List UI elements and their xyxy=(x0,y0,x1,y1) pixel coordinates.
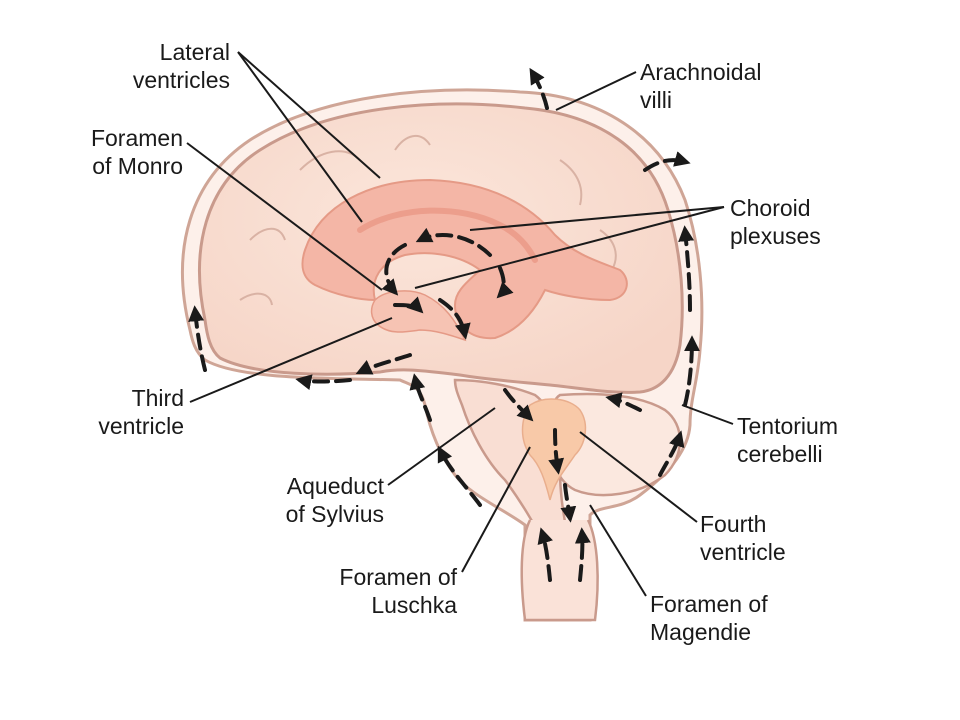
label-fourth-ventricle: Fourth ventricle xyxy=(700,511,786,565)
label-tentorium-cerebelli: Tentorium cerebelli xyxy=(737,413,838,467)
csf-flow-arrows xyxy=(188,67,700,582)
spinal-canal xyxy=(520,519,599,622)
label-aqueduct-of-sylvius: Aqueduct of Sylvius xyxy=(285,473,384,527)
choroid-plexus xyxy=(357,207,538,263)
label-foramen-of-luschka: Foramen of Luschka xyxy=(339,564,457,618)
leader-lines xyxy=(186,51,734,597)
label-third-ventricle: Third ventricle xyxy=(98,385,184,439)
label-arachnoidal-villi: Arachnoidal villi xyxy=(640,59,762,113)
label-lateral-ventricles: Lateral ventricles xyxy=(132,39,230,93)
label-choroid-plexuses: Choroid plexuses xyxy=(730,195,821,249)
label-foramen-of-magendie: Foramen of Magendie xyxy=(650,591,768,645)
label-foramen-of-monro: Foramen of Monro xyxy=(90,125,183,179)
